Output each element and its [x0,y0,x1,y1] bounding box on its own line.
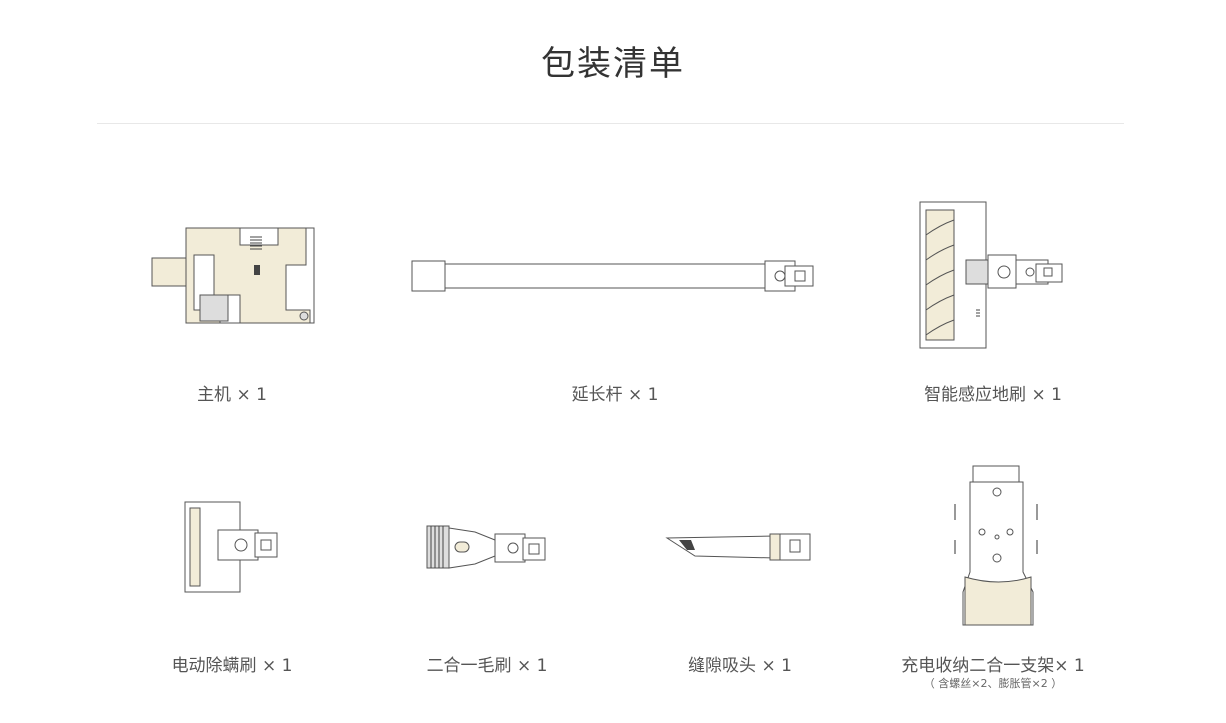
item-label-main-unit: 主机 × 1 [197,385,267,405]
item-note-charging-stand: （ 含螺丝×2、膨胀管×2 ） [923,677,1063,690]
floor-brush-illustration [919,201,1063,349]
page-title: 包装清单 [541,44,685,84]
mite-brush-illustration [184,501,278,593]
crevice-tool-illustration [665,533,811,561]
charging-stand-illustration [954,465,1038,626]
main-unit-illustration [151,227,315,324]
extension-tube-illustration [411,260,814,292]
divider [97,123,1124,124]
item-label-two-in-one-brush: 二合一毛刷 × 1 [426,656,548,676]
item-label-extension-tube: 延长杆 × 1 [571,385,659,405]
item-label-mite-brush: 电动除螨刷 × 1 [171,656,293,676]
item-label-charging-stand: 充电收纳二合一支架× 1 [901,656,1085,676]
item-label-floor-brush: 智能感应地刷 × 1 [924,385,1062,405]
two-in-one-brush-illustration [426,525,546,569]
item-label-crevice-tool: 缝隙吸头 × 1 [688,656,792,676]
